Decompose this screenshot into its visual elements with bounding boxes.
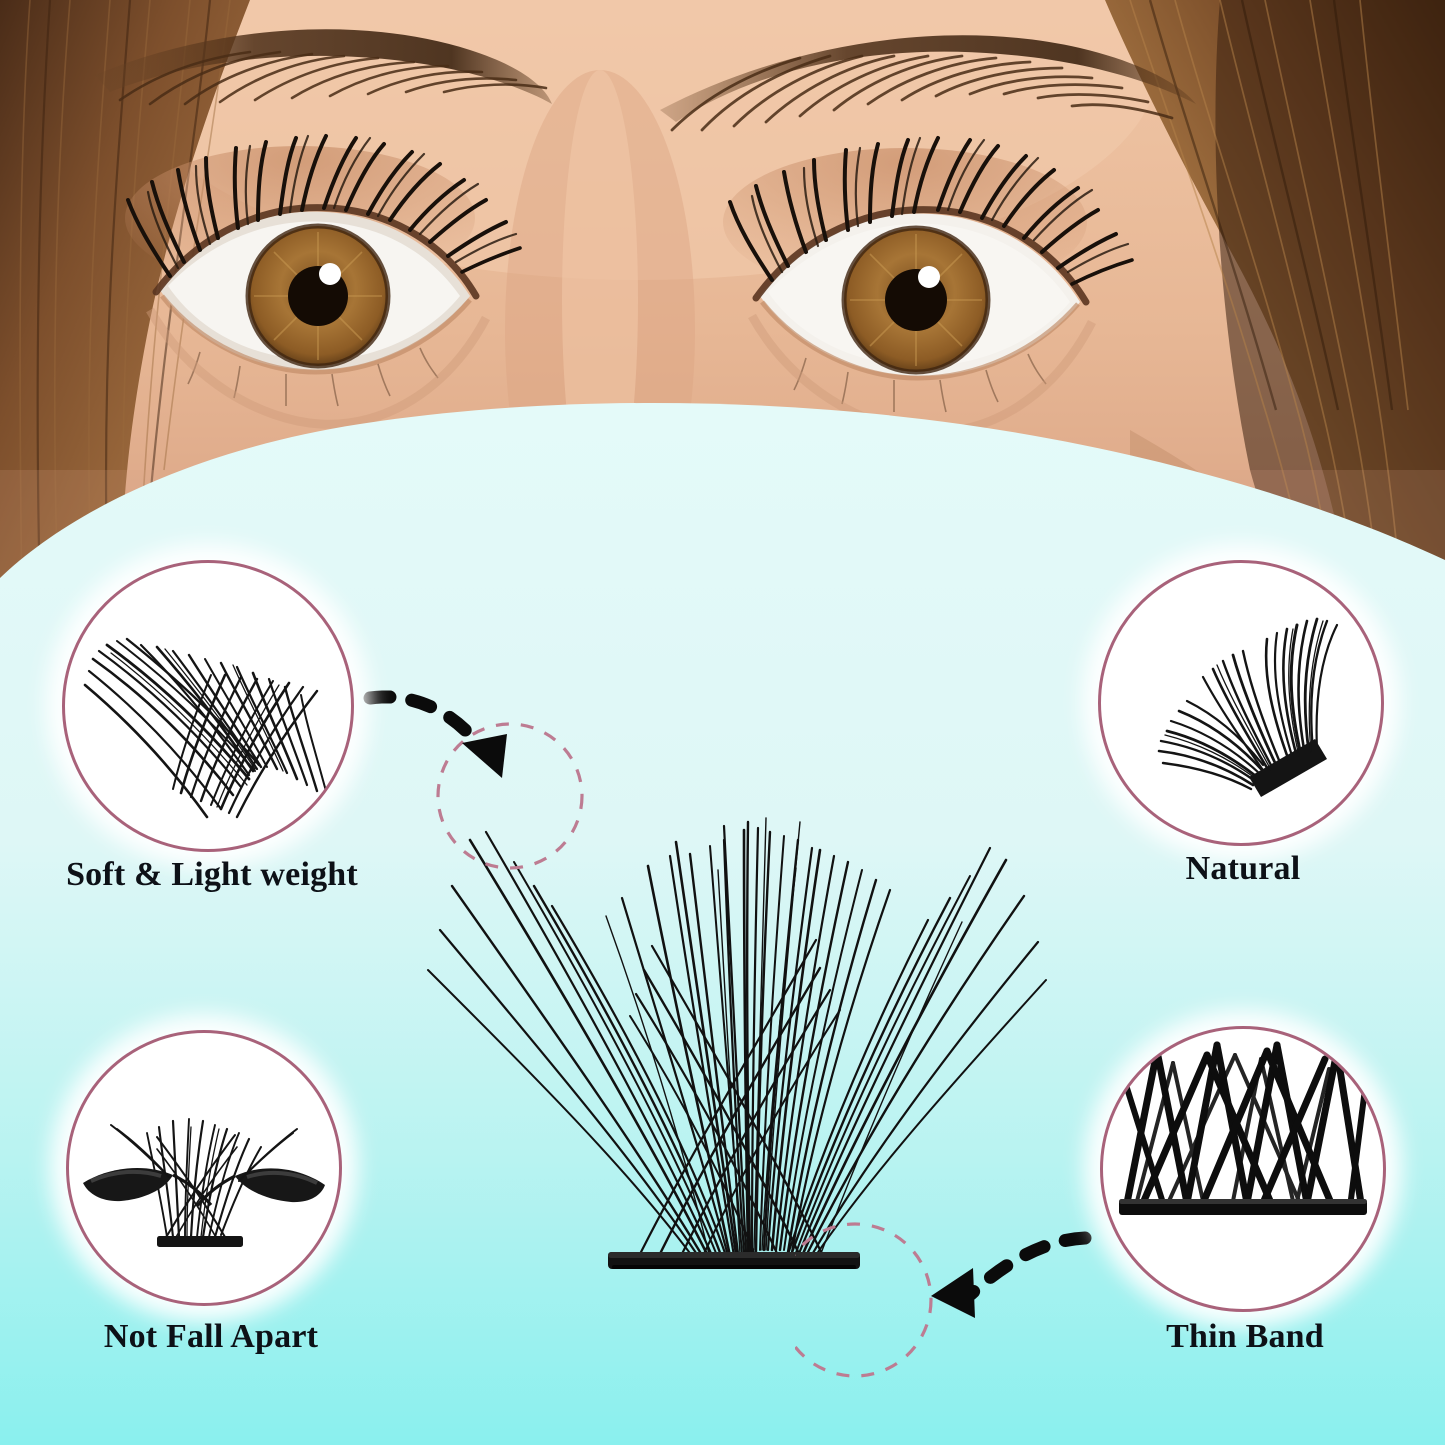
thin-band-circle[interactable] [1100, 1026, 1386, 1312]
tweezer-left [83, 1168, 213, 1207]
not-fall-apart-circle[interactable] [66, 1030, 342, 1306]
dashed-arrow-path-band [964, 1231, 1092, 1301]
feature-label-natural: Natural [1185, 850, 1301, 887]
natural-circle[interactable] [1098, 560, 1384, 846]
lash-band [608, 1252, 860, 1269]
arrow-head-tips [462, 734, 507, 778]
lash-cluster-product [410, 690, 1050, 1290]
callout-lash-band [795, 1190, 1115, 1440]
left-eye [95, 29, 552, 429]
feature-thin-band[interactable]: Thin Band [1100, 1026, 1390, 1376]
feature-label-soft-light-weight: Soft & Light weight [66, 856, 358, 893]
soft-light-weight-circle[interactable] [62, 560, 354, 852]
feature-soft-light-weight[interactable]: Soft & Light weight [62, 560, 362, 910]
lash-band-closeup-icon [1118, 1041, 1368, 1215]
dashed-arrow-path-tips [363, 690, 491, 759]
pink-dashed-circle-tips [436, 722, 584, 870]
feature-natural[interactable]: Natural [1098, 560, 1388, 910]
lash-cluster-side-icon [1157, 617, 1339, 797]
feature-label-thin-band: Thin Band [1166, 1318, 1324, 1355]
feature-not-fall-apart[interactable]: Not Fall Apart [66, 1030, 356, 1380]
arrow-head-band [931, 1268, 975, 1318]
tweezer-right [195, 1168, 325, 1208]
tweezers-holding-lash-icon [83, 1118, 325, 1247]
callout-lash-tips [352, 648, 652, 948]
feature-label-not-fall-apart: Not Fall Apart [103, 1318, 319, 1355]
lash-fibers-closeup-icon [83, 637, 328, 819]
pink-dashed-circle-band [795, 1222, 933, 1378]
